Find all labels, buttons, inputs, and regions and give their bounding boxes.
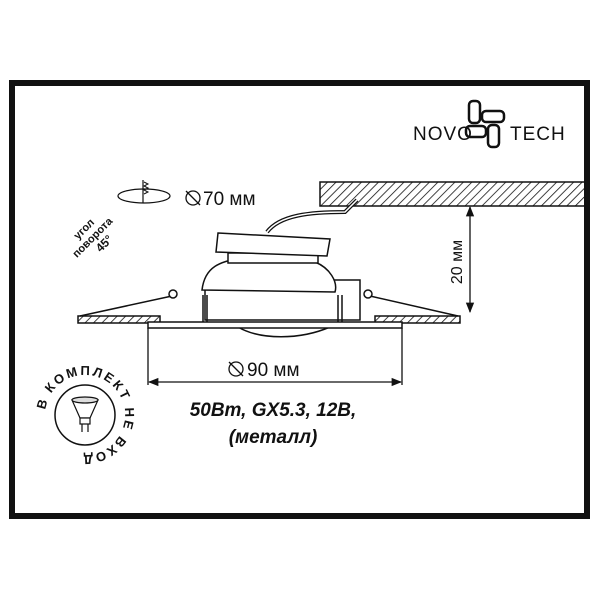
novotech-logo: NOVO TECH [413,99,566,149]
svg-text:В КОМПЛЕКТ НЕ ВХОДИТ: В КОМПЛЕКТ НЕ ВХОДИТ [0,0,137,467]
specs-line-1: 50Вт, GX5.3, 12В, [190,400,357,421]
diameter-icon [185,190,201,206]
lamp-not-included-badge: В КОМПЛЕКТ НЕ ВХОДИТ [0,0,137,467]
diameter-icon [228,361,244,377]
specs-line-2: (металл) [229,427,318,448]
cutout-diameter-label: 70 мм [203,189,256,210]
svg-text:NOVO: NOVO [413,124,473,145]
width-dimension-label: 90 мм [247,360,300,381]
rotation-angle-label: угол поворота 45° [70,215,115,260]
ceiling-section [319,181,586,207]
cutout-icon [117,180,171,204]
mr16-bulb-icon [71,396,99,432]
fixture-drawing [77,198,461,338]
height-dimension-label: 20 мм [449,240,466,284]
frame-border [9,80,590,519]
svg-text:TECH: TECH [510,124,566,145]
